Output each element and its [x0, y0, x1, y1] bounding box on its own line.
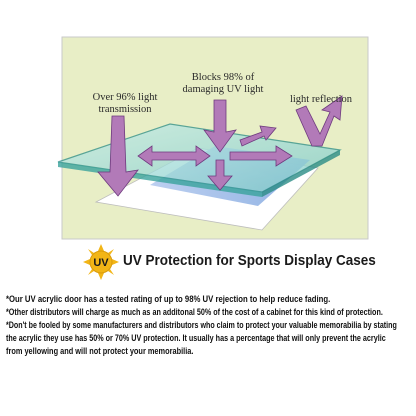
transmission-callout: Over 96% light transmission: [92, 92, 158, 115]
reflection-callout: light reflection: [289, 94, 353, 105]
note-dont-be-fooled: *Don't be fooled by some manufacturers a…: [6, 320, 397, 330]
uv-block-callout: Blocks 98% of damaging UV light: [182, 72, 264, 95]
uv-badge-text: UV: [93, 257, 109, 269]
note-uv-rating: *Our UV acrylic door has a tested rating…: [6, 294, 331, 304]
acrylic-pane-side-edge: [262, 150, 340, 197]
uv-spread-arrows: [137, 125, 293, 191]
light-transmission-arrow: [97, 115, 139, 197]
acrylic-pane-edge: [58, 162, 262, 197]
heading-row: UV UV Protection for Sports Display Case…: [83, 244, 383, 280]
uv-sun-badge-icon: UV: [83, 244, 119, 280]
note-other-distributors: *Other distributors will charge as much …: [6, 307, 383, 317]
note-yellowing: from yellowing and will not protect your…: [6, 346, 194, 356]
light-reflection-arrow: [295, 95, 343, 147]
page-title: UV Protection for Sports Display Cases: [123, 252, 376, 269]
notes-block: *Our UV acrylic door has a tested rating…: [6, 293, 412, 358]
note-acrylic-percentage: the acrylic they use has 50% or 70% UV p…: [6, 333, 386, 343]
uv-block-arrow: [203, 99, 237, 153]
uv-diagram: [57, 36, 369, 240]
